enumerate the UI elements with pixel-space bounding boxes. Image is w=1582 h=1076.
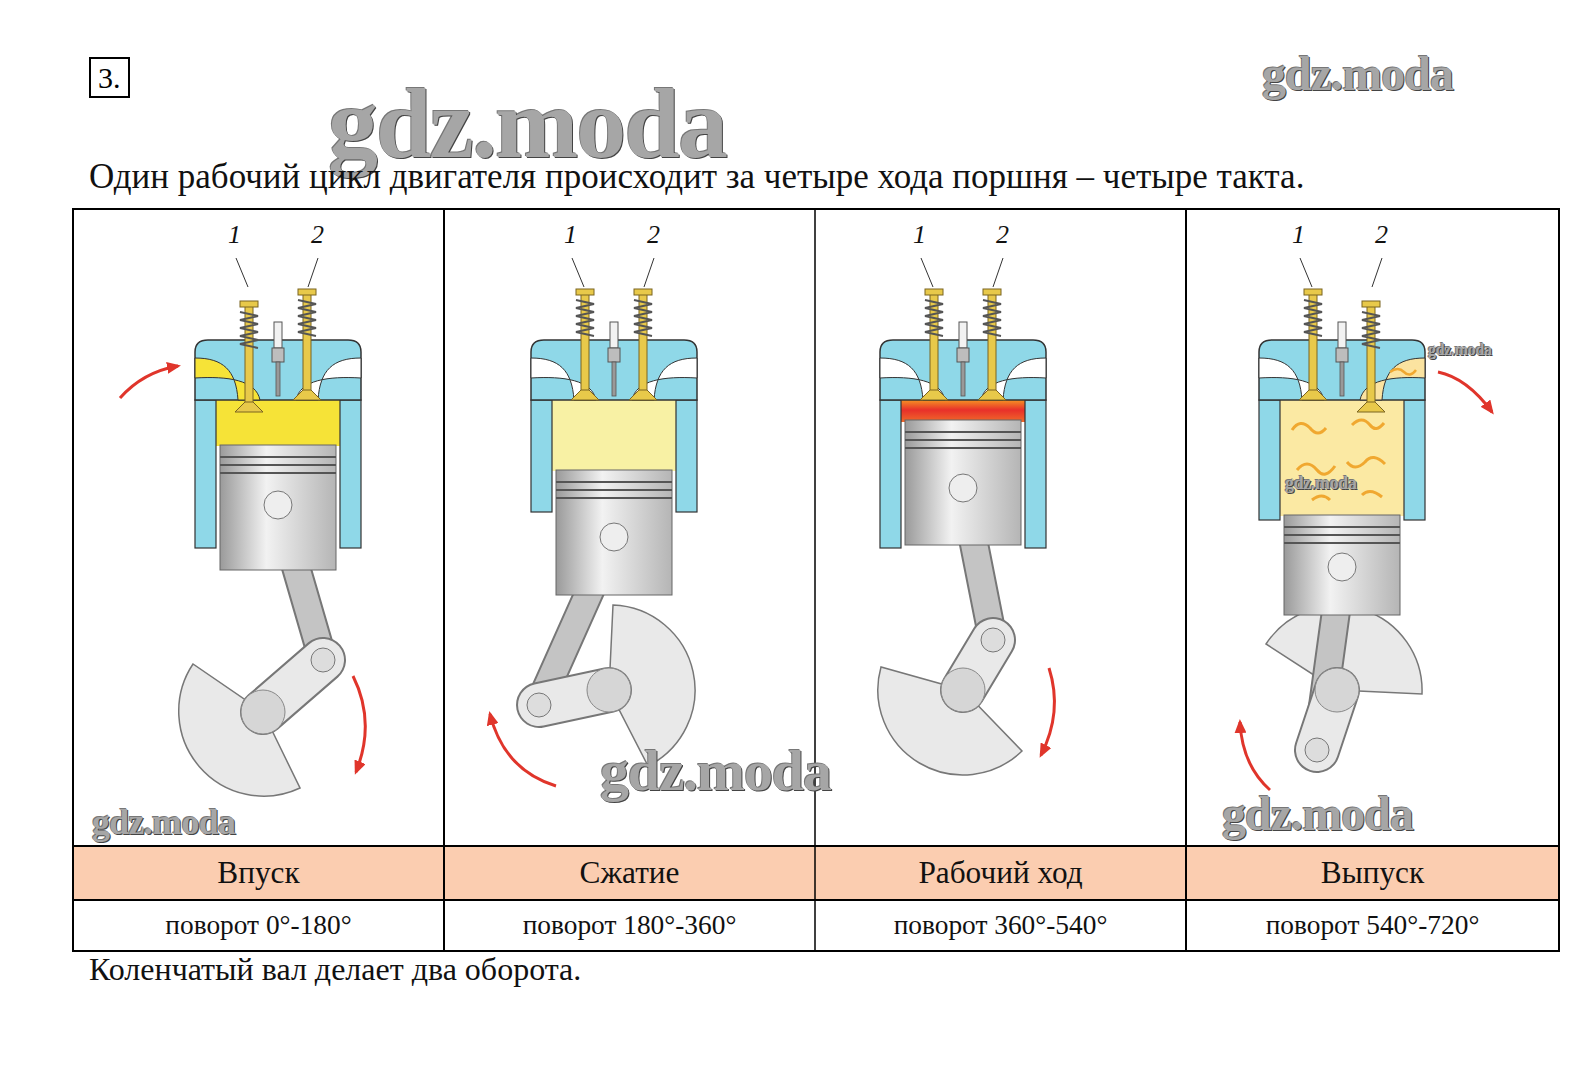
engine-power	[878, 258, 1055, 775]
table-header-cell: Рабочий ход	[817, 846, 1184, 900]
table-header-cell: Выпуск	[1188, 846, 1557, 900]
engine-compression	[490, 258, 697, 786]
caption-text: Коленчатый вал делает два оборота.	[89, 951, 581, 988]
table-cell: поворот 540°-720°	[1188, 900, 1557, 951]
table-grid	[73, 209, 1559, 951]
watermark: gdz.moda	[92, 802, 235, 843]
engine-intake	[120, 258, 365, 796]
task-number-box: 3.	[89, 57, 130, 98]
callout-number: 1	[913, 220, 926, 250]
engine-exhaust	[1240, 258, 1492, 790]
watermark: gdz.moda	[1222, 786, 1413, 841]
table-header-cell: Сжатие	[446, 846, 813, 900]
callout-number: 2	[311, 220, 324, 250]
callout-number: 1	[1292, 220, 1305, 250]
table-cell: поворот 180°-360°	[446, 900, 813, 951]
watermark: gdz.moda	[1285, 473, 1357, 494]
table-header-cell: Впуск	[75, 846, 442, 900]
callout-number: 2	[1375, 220, 1388, 250]
callout-number: 2	[647, 220, 660, 250]
callout-number: 1	[228, 220, 241, 250]
watermark: gdz.moda	[600, 738, 831, 805]
callout-number: 2	[996, 220, 1009, 250]
table-cell: поворот 360°-540°	[817, 900, 1184, 951]
watermark: gdz.moda	[1262, 46, 1453, 101]
box-text: 3.	[98, 61, 121, 94]
callout-number: 1	[564, 220, 577, 250]
watermark: gdz.moda	[1428, 341, 1492, 359]
intro-text: Один рабочий цикл двигателя происходит з…	[89, 157, 1304, 197]
table-cell: поворот 0°-180°	[75, 900, 442, 951]
